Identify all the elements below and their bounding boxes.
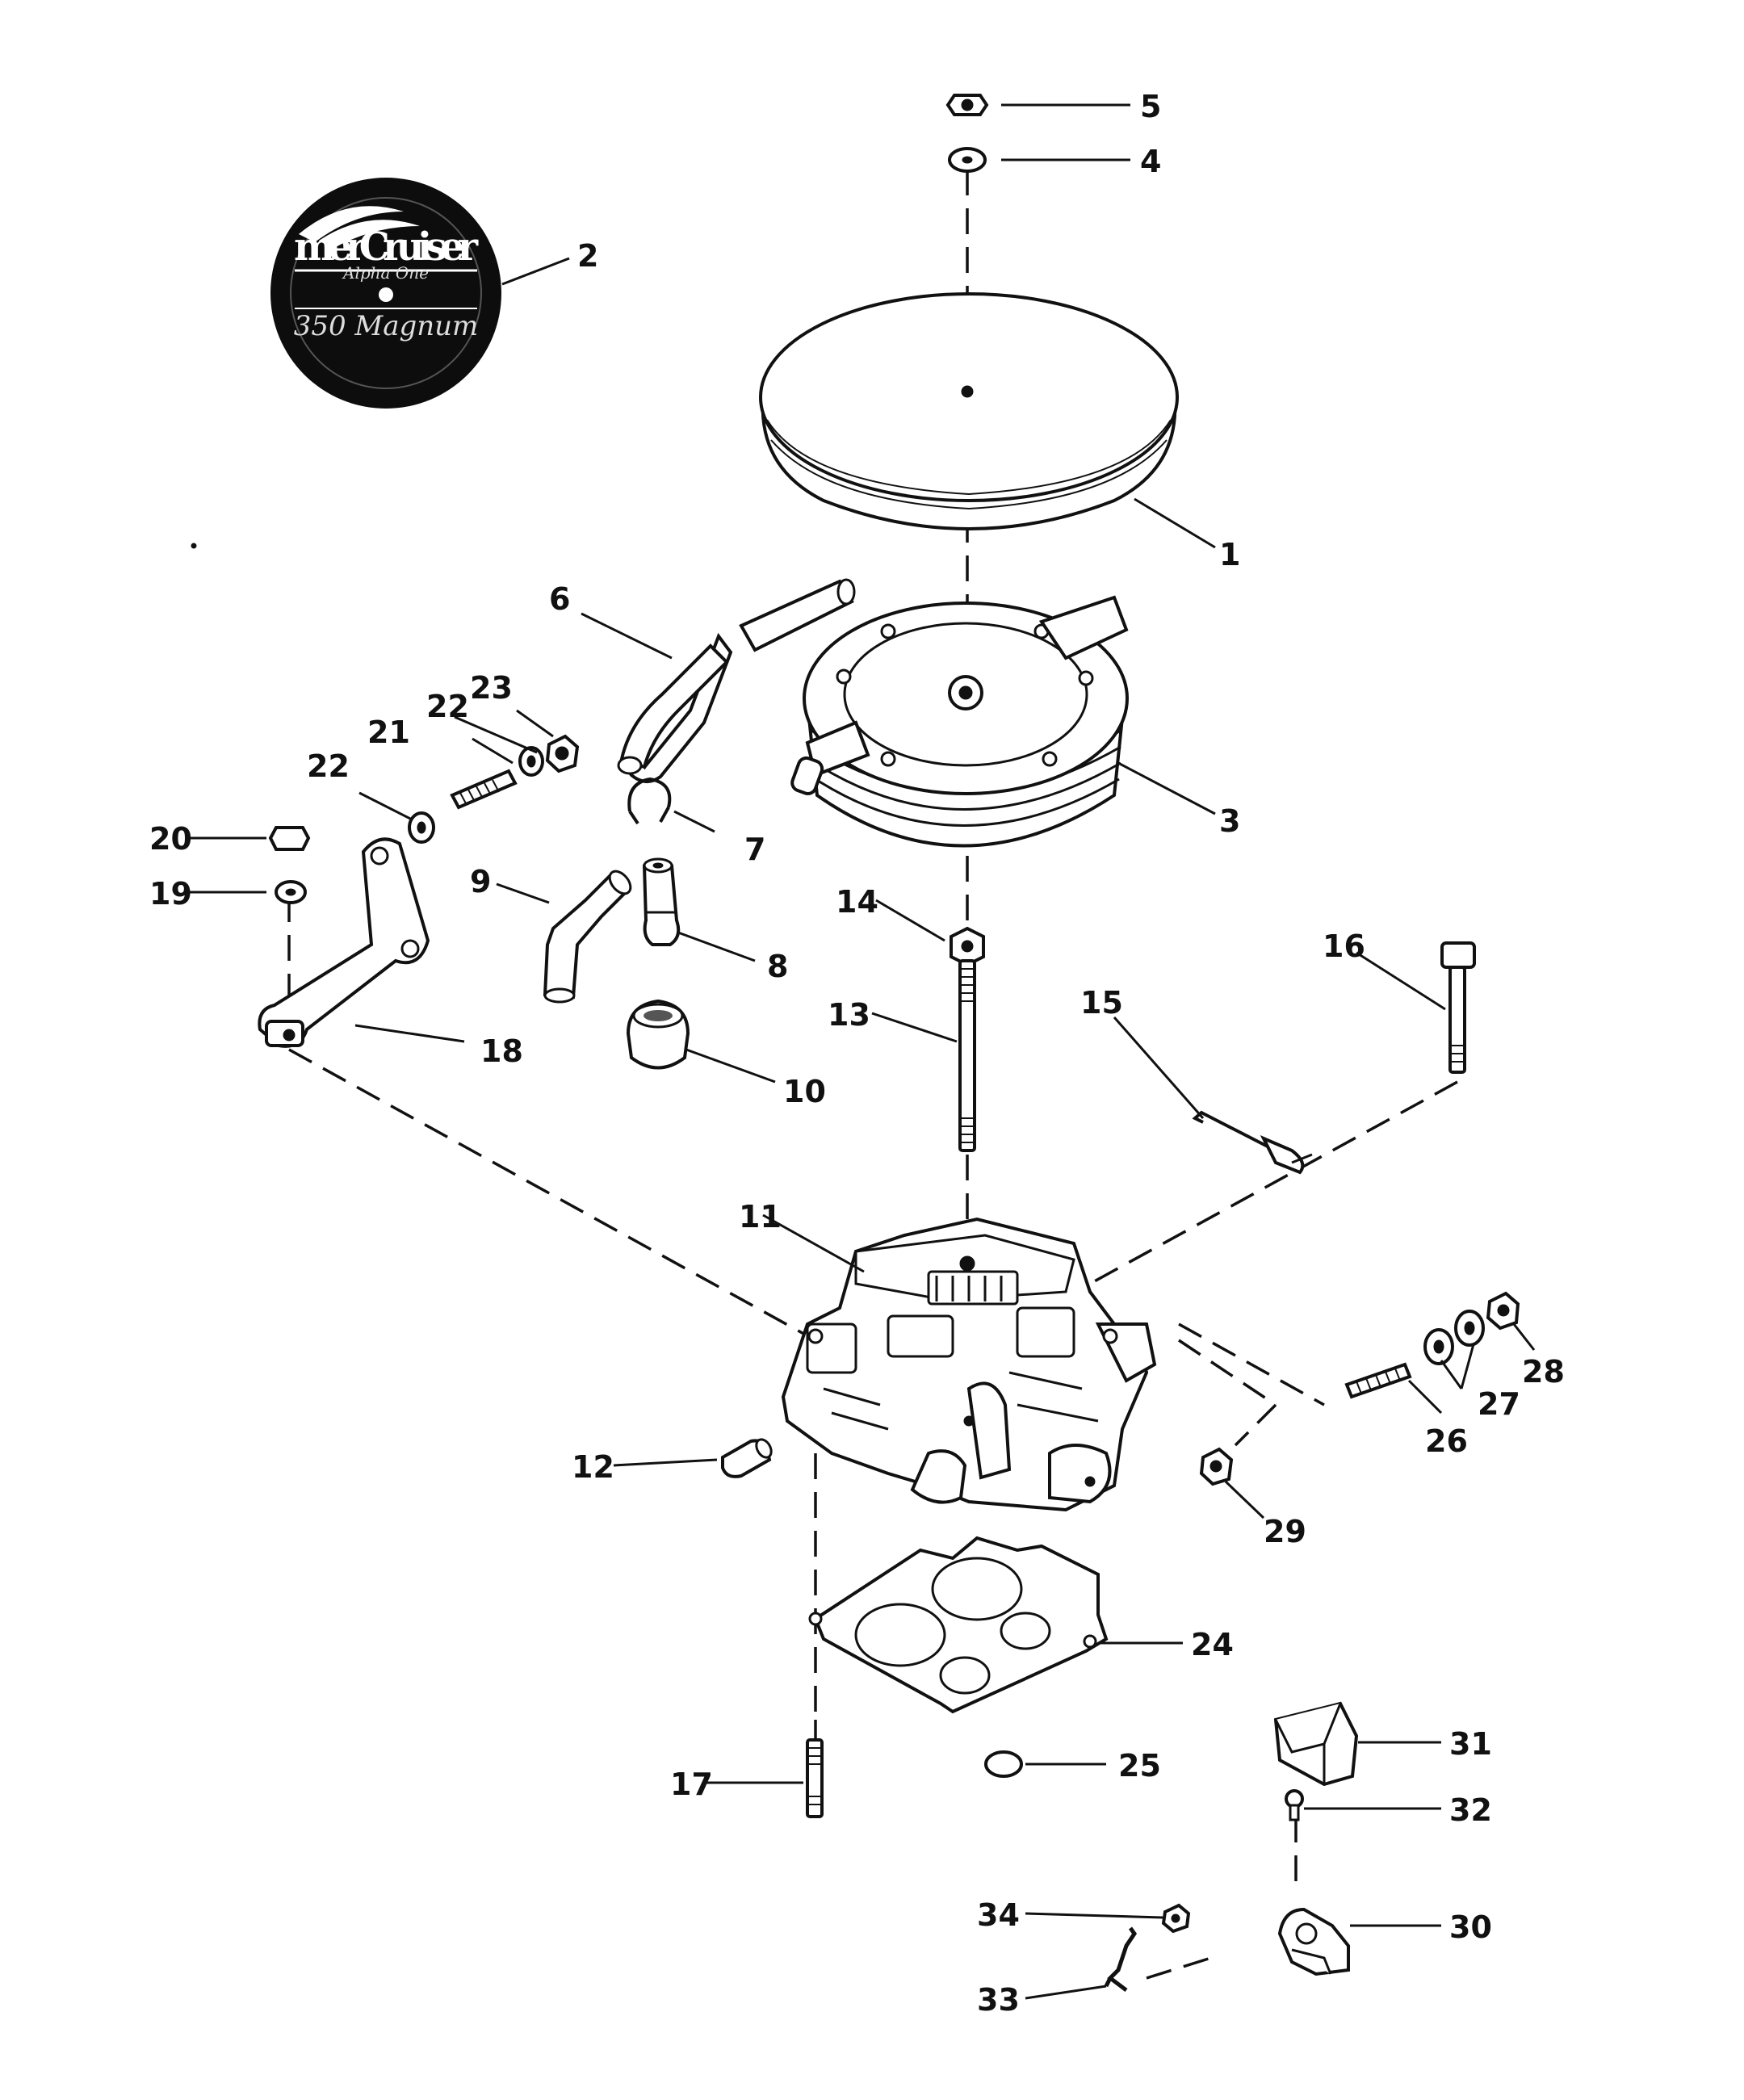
callout-31: 31 <box>1449 1726 1492 1762</box>
nut-part <box>950 926 985 967</box>
callout-labels: 5 4 2 1 3 6 7 23 22 21 22 20 19 9 8 10 1… <box>149 89 1565 2018</box>
nut-part <box>1486 1291 1520 1331</box>
callout-17: 17 <box>670 1767 713 1802</box>
callout-34: 34 <box>977 1897 1020 1933</box>
stud-part <box>450 769 518 810</box>
callout-10: 10 <box>783 1074 826 1109</box>
callout-6: 6 <box>549 581 570 617</box>
callout-24: 24 <box>1191 1627 1234 1662</box>
hose-clamp-part <box>627 777 672 825</box>
callout-22b: 22 <box>307 748 350 784</box>
callout-11: 11 <box>739 1199 782 1234</box>
callout-7: 7 <box>744 832 765 867</box>
callout-32: 32 <box>1449 1792 1492 1828</box>
callout-23: 23 <box>470 670 513 706</box>
screw-part <box>1285 1789 1304 1821</box>
nut-part <box>545 734 580 773</box>
nut-part <box>1161 1903 1191 1934</box>
grommet-part <box>626 999 690 1070</box>
callout-29: 29 <box>1264 1514 1306 1549</box>
callout-9: 9 <box>470 864 491 899</box>
plug-part <box>984 1750 1023 1778</box>
air-cleaner-element-part <box>790 595 1129 848</box>
washer-part <box>408 811 435 844</box>
callout-14: 14 <box>836 884 878 920</box>
washer-part <box>1454 1310 1485 1347</box>
carburetor-part <box>781 1217 1157 1512</box>
wing-nut-part <box>945 94 989 116</box>
washer-part <box>518 746 544 777</box>
pcv-valve-part <box>642 857 681 946</box>
nut-part <box>268 826 311 851</box>
callout-27: 27 <box>1478 1386 1520 1422</box>
mercruiser-logo-decal: merCruiser Alpha One 350 Magnum <box>270 178 501 409</box>
callout-4: 4 <box>1140 144 1161 179</box>
callout-33: 33 <box>977 1982 1020 2018</box>
callout-28: 28 <box>1522 1354 1565 1390</box>
callout-8: 8 <box>767 949 788 984</box>
bracket-part <box>1277 1907 1350 1976</box>
logo-model-text: Alpha One <box>342 263 429 283</box>
bracket-rod-part <box>1104 1926 1138 1992</box>
washer-part <box>275 880 307 904</box>
short-stud-part <box>806 1738 824 1818</box>
callout-18: 18 <box>480 1033 523 1069</box>
bolt-part <box>1440 941 1476 1074</box>
callout-12: 12 <box>572 1449 614 1485</box>
washer-part <box>1423 1328 1454 1365</box>
callout-16: 16 <box>1323 928 1365 964</box>
throttle-bracket-part <box>258 837 430 1048</box>
vent-hose-part <box>617 578 856 783</box>
callout-3: 3 <box>1219 803 1240 839</box>
leader-lines <box>190 103 1536 2000</box>
washer-part <box>948 147 987 173</box>
callout-25: 25 <box>1118 1748 1161 1784</box>
callout-15: 15 <box>1080 985 1123 1021</box>
callout-19: 19 <box>149 876 192 912</box>
nut-part <box>1199 1447 1234 1486</box>
callout-2: 2 <box>577 238 598 274</box>
carburetor-gasket-part <box>808 1536 1109 1714</box>
callout-5: 5 <box>1140 89 1161 124</box>
stud-part <box>1344 1362 1412 1399</box>
elbow-fitting-part <box>543 870 632 1004</box>
long-stud-part <box>958 959 976 1152</box>
callout-1: 1 <box>1219 537 1240 572</box>
cover-part <box>1273 1701 1359 1787</box>
stray-mark <box>191 543 197 549</box>
callout-26: 26 <box>1425 1423 1468 1459</box>
logo-engine-text: 350 Magnum <box>294 310 479 342</box>
callout-20: 20 <box>149 821 192 857</box>
logo-brand-text: merCruiser <box>294 224 479 270</box>
fuel-inlet-fitting-part <box>721 1438 773 1478</box>
choke-rod-part <box>1192 1110 1313 1175</box>
callout-21: 21 <box>367 715 410 750</box>
callout-22a: 22 <box>426 689 469 724</box>
callout-30: 30 <box>1449 1909 1492 1945</box>
callout-13: 13 <box>828 997 870 1033</box>
air-cleaner-cover-part <box>759 292 1179 530</box>
